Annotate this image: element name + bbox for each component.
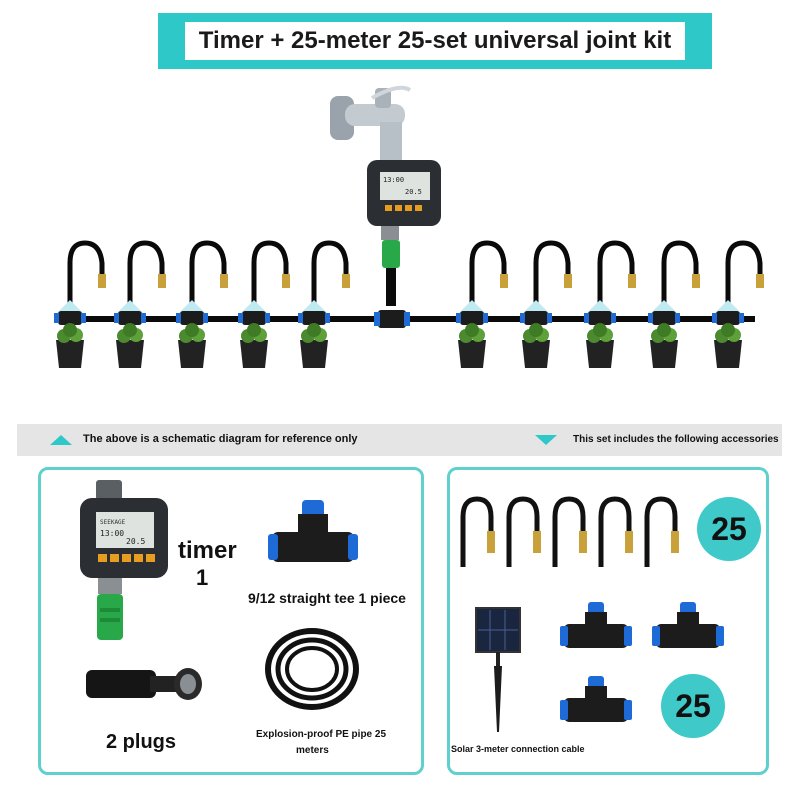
page-title: Timer + 25-meter 25-set universal joint … [185, 22, 685, 60]
info-bar: The above is a schematic diagram for ref… [17, 424, 782, 456]
sprinkler-unit [114, 240, 166, 368]
sprinkler-unit [298, 240, 350, 368]
sprinkler-unit [712, 240, 764, 368]
hose-riser-icon [644, 496, 679, 567]
quantity-badge-top: 25 [697, 497, 761, 561]
tee-connector-icon [560, 676, 632, 722]
pe-pipe-label-1: Explosion-proof PE pipe 25 [256, 729, 387, 740]
faucet-icon [330, 85, 412, 160]
accessories-note: This set includes the following accessor… [573, 434, 779, 445]
tee-connector-icon [268, 500, 358, 562]
svg-text:20.5: 20.5 [405, 188, 422, 196]
sprinkler-unit [176, 240, 228, 368]
reference-note: The above is a schematic diagram for ref… [83, 433, 358, 445]
hose-riser-set [460, 496, 679, 567]
schematic-diagram: 13:00 20.5 [54, 85, 764, 368]
hose-riser-icon [506, 496, 541, 567]
sprinkler-unit [520, 240, 572, 368]
hose-riser-icon [598, 496, 633, 567]
tee-connector-icon [652, 602, 724, 648]
lcd-text: 13:00 [383, 176, 404, 184]
sprinkler-unit [584, 240, 636, 368]
svg-text:20.5: 20.5 [126, 537, 145, 546]
sprinkler-unit [456, 240, 508, 368]
title-banner: Timer + 25-meter 25-set universal joint … [158, 13, 712, 69]
hose-riser-icon [552, 496, 587, 567]
timer-label: timer [178, 537, 237, 564]
sprinkler-unit [238, 240, 290, 368]
svg-text:13:00: 13:00 [100, 529, 124, 538]
plug-icon [86, 668, 202, 700]
svg-text:SEEKAGE: SEEKAGE [100, 519, 126, 526]
timer-icon: SEEKAGE 13:00 20.5 [80, 480, 168, 640]
triangle-up-icon [50, 435, 72, 445]
hose-riser-icon [460, 496, 495, 567]
solar-cable-label: Solar 3-meter connection cable [451, 744, 585, 754]
sprinkler-unit [54, 240, 106, 368]
sprinkler-unit [648, 240, 700, 368]
tee-label: 9/12 straight tee 1 piece [248, 590, 406, 606]
triangle-down-icon [535, 435, 557, 445]
plugs-label: 2 plugs [106, 731, 177, 753]
tee-connector-icon [560, 602, 632, 648]
pe-pipe-coil-icon [265, 628, 359, 710]
timer-count: 1 [196, 565, 209, 590]
pe-pipe-label-2: meters [296, 745, 329, 756]
solar-panel-icon [475, 607, 521, 732]
timer-device-icon: 13:00 20.5 [367, 160, 441, 306]
quantity-badge-bottom: 25 [661, 674, 725, 738]
